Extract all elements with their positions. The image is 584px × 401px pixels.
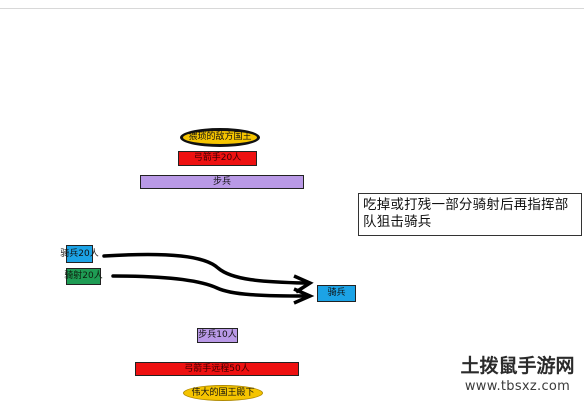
- cavalry-arrow: [102, 252, 307, 285]
- target-cavalry-label: 骑兵: [317, 285, 356, 302]
- watermark-site-name: 土拨鼠手游网: [460, 355, 575, 377]
- enemy-king-label: 猥琐的敌方国王: [180, 128, 260, 147]
- horse-archer-arrow: [111, 274, 307, 298]
- tactic-note: 吃掉或打残一部分骑射后再指挥部队狙击骑兵: [358, 193, 582, 236]
- top-border-line: [0, 8, 584, 9]
- our-king-label: 伟大的国王殿下: [183, 385, 263, 401]
- our-cavalry-label: 骑兵20人: [60, 245, 99, 263]
- enemy-infantry-label: 步兵: [140, 175, 304, 189]
- our-archers-label: 弓箭手远程50人: [135, 362, 299, 376]
- horse-archer-arrowhead: [293, 287, 315, 305]
- site-watermark: 土拨鼠手游网 www.tbsxz.com: [455, 352, 580, 400]
- watermark-site-url: www.tbsxz.com: [464, 379, 571, 394]
- our-horse-archers-label: 骑射20人: [64, 268, 103, 285]
- our-infantry-label: 步兵10人: [197, 328, 238, 343]
- enemy-archers-label: 弓箭手20人: [178, 151, 257, 166]
- cavalry-arrowhead: [293, 274, 314, 294]
